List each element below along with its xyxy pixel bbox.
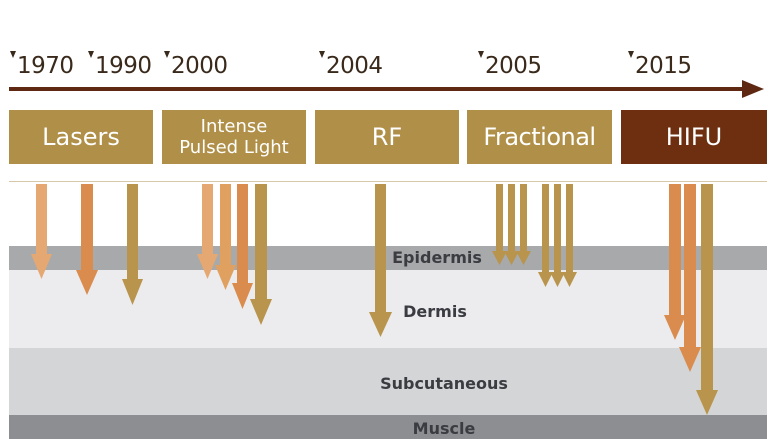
subcutaneous-layer <box>9 348 767 415</box>
year-tick-icon <box>164 51 170 58</box>
penetration-arrow <box>197 184 218 279</box>
epidermis-label: Epidermis <box>392 248 482 267</box>
timeline-arrow-head <box>742 80 764 98</box>
tech-label: RF <box>371 123 403 151</box>
penetration-arrow <box>232 184 253 309</box>
penetration-arrow <box>504 184 519 265</box>
rf-penetration-arrows <box>369 184 392 337</box>
timeline-arrow-shaft <box>9 87 749 91</box>
year-label: 1990 <box>95 53 152 79</box>
penetration-arrow <box>516 184 531 265</box>
lasers-penetration-arrows <box>31 184 143 305</box>
year-2000: 2000 <box>164 51 228 80</box>
year-label: 2000 <box>171 53 228 79</box>
penetration-arrow <box>76 184 98 295</box>
year-tick-icon <box>10 51 16 58</box>
year-1970: 1970 <box>10 51 74 80</box>
year-label: 2015 <box>635 53 692 79</box>
year-label: 2005 <box>485 53 542 79</box>
tech-label: Fractional <box>483 123 596 151</box>
penetration-arrow <box>250 184 272 325</box>
tech-box-lasers: Lasers <box>9 110 153 164</box>
fractional-penetration-arrows <box>492 184 577 287</box>
tech-label: Lasers <box>42 123 120 151</box>
ipl-penetration-arrows <box>197 184 272 325</box>
penetration-arrow <box>696 184 718 415</box>
year-tick-icon <box>319 51 325 58</box>
penetration-arrow <box>215 184 236 290</box>
year-2004: 2004 <box>319 51 383 80</box>
subcutaneous-label: Subcutaneous <box>380 374 508 393</box>
dermis-label: Dermis <box>403 302 467 321</box>
tech-label-line2: Pulsed Light <box>179 137 289 158</box>
tech-box-rf: RF <box>315 110 459 164</box>
tech-label-line1: Intense <box>200 116 268 137</box>
muscle-layer <box>9 415 767 439</box>
year-tick-icon <box>478 51 484 58</box>
penetration-arrow <box>664 184 686 340</box>
year-tick-icon <box>628 51 634 58</box>
penetration-arrow <box>562 184 577 287</box>
penetration-arrow <box>679 184 701 372</box>
tech-box-intense-pulsed-light: Intense Pulsed Light <box>162 110 306 164</box>
divider-line <box>9 181 767 182</box>
year-tick-icon <box>88 51 94 58</box>
penetration-arrow <box>538 184 553 287</box>
penetration-arrow <box>31 184 52 279</box>
year-label: 2004 <box>326 53 383 79</box>
timeline-arrow <box>9 80 764 98</box>
tech-box-fractional: Fractional <box>467 110 612 164</box>
muscle-label: Muscle <box>412 419 476 438</box>
year-2015: 2015 <box>628 51 692 80</box>
penetration-arrow <box>492 184 507 265</box>
penetration-arrow <box>550 184 565 287</box>
penetration-arrow <box>122 184 143 305</box>
year-2005: 2005 <box>478 51 542 80</box>
hifu-penetration-arrows <box>664 184 718 415</box>
tech-label: HIFU <box>665 123 723 151</box>
tech-box-hifu: HIFU <box>621 110 767 164</box>
year-1990: 1990 <box>88 51 152 80</box>
penetration-arrow <box>369 184 392 337</box>
year-label: 1970 <box>17 53 74 79</box>
